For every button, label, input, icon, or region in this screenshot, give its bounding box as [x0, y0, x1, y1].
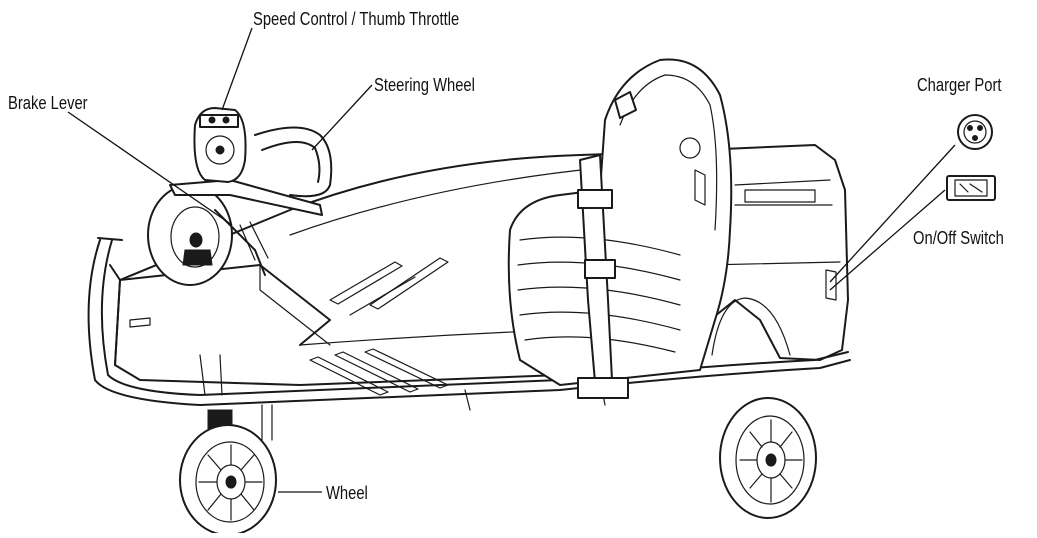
charger-port-icon [957, 114, 993, 150]
steering-wheel-label: Steering Wheel [374, 75, 475, 95]
front-lower-wheel [179, 404, 277, 536]
brake-lever-label: Brake Lever [8, 93, 88, 113]
charger-port-label: Charger Port [917, 75, 1002, 95]
on-off-switch-icon [946, 175, 996, 201]
wheel-label: Wheel [326, 483, 368, 503]
front-bumper [87, 237, 851, 411]
front-upper-wheel [147, 184, 233, 286]
rear-wheel [719, 397, 817, 519]
speed-control-label: Speed Control / Thumb Throttle [253, 9, 460, 29]
on-off-switch-label: On/Off Switch [913, 228, 1004, 248]
leader-lines [67, 27, 956, 493]
seat [507, 58, 733, 399]
steering-assembly [169, 107, 333, 276]
